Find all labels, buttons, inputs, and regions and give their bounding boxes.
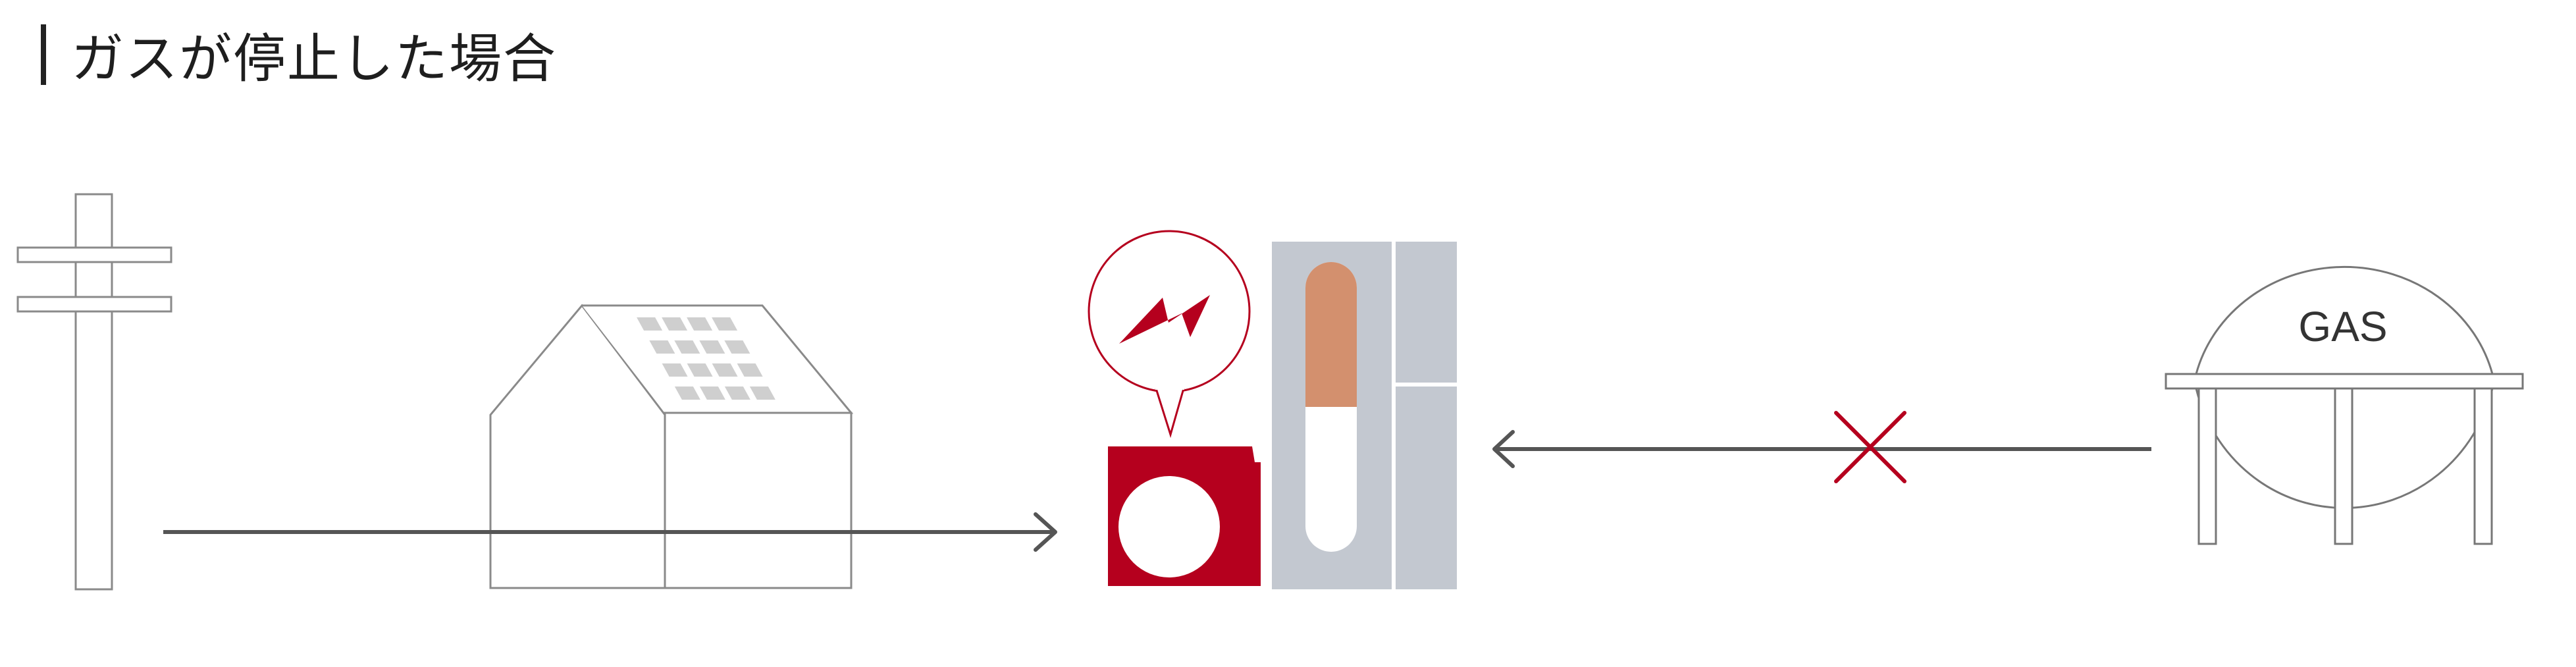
generator-unit-icon (1108, 446, 1261, 586)
gas-tank-icon: GAS (2165, 265, 2524, 545)
lightning-icon (1119, 295, 1210, 344)
cross-mark-icon (1834, 411, 1906, 483)
page-title: ガスが停止した場合 (71, 28, 557, 90)
solar-house-icon (489, 304, 854, 589)
solar-panel-icon (637, 317, 775, 400)
heading-bar (41, 24, 46, 85)
section-heading: ガスが停止した場合 (41, 18, 557, 91)
electricity-bubble-icon (1088, 230, 1251, 439)
gas-supply-arrow (1492, 430, 2151, 468)
gas-tank-label: GAS (2298, 303, 2387, 350)
utility-pole-icon (16, 193, 172, 591)
grid-power-arrow (163, 512, 1057, 552)
fuel-cell-unit-icon (1272, 242, 1457, 589)
